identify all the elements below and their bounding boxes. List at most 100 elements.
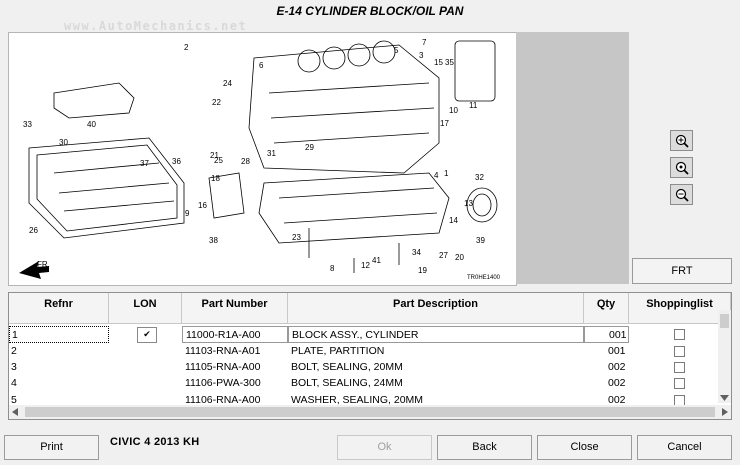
callout-7[interactable]: 7 — [422, 38, 427, 47]
print-button[interactable]: Print — [4, 435, 99, 460]
parts-diagram[interactable]: FR. 1 2 3 4 5 6 7 8 9 10 11 12 13 14 15 … — [8, 32, 517, 286]
callout-39[interactable]: 39 — [476, 236, 485, 245]
cell-qty[interactable]: 001 — [584, 326, 629, 343]
callout-1[interactable]: 1 — [444, 169, 449, 178]
callout-13[interactable]: 13 — [464, 199, 473, 208]
callout-19[interactable]: 19 — [418, 266, 427, 275]
cell-refnr[interactable]: 4 — [11, 377, 17, 389]
oil-seal-inner — [472, 193, 492, 217]
callout-37[interactable]: 37 — [140, 159, 149, 168]
callout-41[interactable]: 41 — [372, 256, 381, 265]
callout-28[interactable]: 28 — [241, 157, 250, 166]
cell-qty[interactable]: 001 — [608, 345, 626, 357]
callout-6[interactable]: 6 — [259, 61, 264, 70]
col-header-part-description[interactable]: Part Description — [288, 293, 584, 324]
close-button[interactable]: Close — [537, 435, 632, 460]
cell-qty[interactable]: 002 — [608, 394, 626, 406]
callout-11[interactable]: 11 — [469, 101, 478, 110]
callout-33[interactable]: 33 — [23, 120, 32, 129]
cell-refnr[interactable]: 3 — [11, 361, 17, 373]
callout-18[interactable]: 18 — [211, 174, 220, 183]
callout-35[interactable]: 35 — [445, 58, 454, 67]
cancel-button[interactable]: Cancel — [637, 435, 732, 460]
cell-part-description[interactable]: WASHER, SEALING, 20MM — [291, 394, 424, 406]
vertical-scroll-thumb[interactable] — [720, 314, 729, 328]
zoom-out-button[interactable] — [670, 184, 693, 205]
callout-8[interactable]: 8 — [330, 264, 335, 273]
callout-21[interactable]: 21 — [210, 151, 219, 160]
callout-34[interactable]: 34 — [412, 248, 421, 257]
callout-20[interactable]: 20 — [455, 253, 464, 262]
horizontal-scrollbar[interactable] — [9, 405, 731, 419]
cell-qty[interactable]: 002 — [608, 361, 626, 373]
col-header-shoppinglist[interactable]: Shoppinglist — [629, 293, 731, 324]
cell-refnr[interactable]: 1 — [9, 326, 109, 343]
callout-36[interactable]: 36 — [172, 157, 181, 166]
callout-40[interactable]: 40 — [87, 120, 96, 129]
frt-button[interactable]: FRT — [632, 258, 732, 284]
table-row[interactable]: 1 ✔ 11000-R1A-A00 BLOCK ASSY., CYLINDER … — [9, 326, 720, 343]
cell-part-description[interactable]: BOLT, SEALING, 20MM — [291, 361, 403, 373]
cell-qty[interactable]: 002 — [608, 377, 626, 389]
callout-23[interactable]: 23 — [292, 233, 301, 242]
cell-part-number[interactable]: 11105-RNA-A00 — [185, 361, 261, 373]
scroll-right-arrow-icon[interactable] — [722, 408, 728, 416]
callout-17[interactable]: 17 — [440, 119, 449, 128]
cell-refnr[interactable]: 5 — [11, 394, 17, 406]
callout-10[interactable]: 10 — [449, 106, 458, 115]
callout-12[interactable]: 12 — [361, 261, 370, 270]
shoppinglist-checkbox[interactable] — [674, 329, 685, 340]
back-button[interactable]: Back — [437, 435, 532, 460]
table-row[interactable]: 5 11106-RNA-A00 WASHER, SEALING, 20MM 00… — [9, 392, 720, 409]
scroll-left-arrow-icon[interactable] — [12, 408, 18, 416]
table-row[interactable]: 2 11103-RNA-A01 PLATE, PARTITION 001 — [9, 343, 720, 360]
col-header-part-number[interactable]: Part Number — [182, 293, 288, 324]
callout-15[interactable]: 15 — [434, 58, 443, 67]
callout-24[interactable]: 24 — [223, 79, 232, 88]
shoppinglist-checkbox[interactable] — [674, 346, 685, 357]
cell-part-number[interactable]: 11000-R1A-A00 — [182, 326, 288, 343]
callout-14[interactable]: 14 — [449, 216, 458, 225]
shoppinglist-checkbox[interactable] — [674, 362, 685, 373]
zoom-actual-icon — [675, 161, 689, 175]
callout-32[interactable]: 32 — [475, 173, 484, 182]
cell-part-description[interactable]: BLOCK ASSY., CYLINDER — [288, 326, 584, 343]
zoom-in-icon — [675, 134, 689, 148]
cell-part-description[interactable]: BOLT, SEALING, 24MM — [291, 377, 403, 389]
col-header-lon[interactable]: LON — [109, 293, 182, 324]
callout-16[interactable]: 16 — [198, 201, 207, 210]
callout-38[interactable]: 38 — [209, 236, 218, 245]
callout-30[interactable]: 30 — [59, 138, 68, 147]
cell-refnr[interactable]: 2 — [11, 345, 17, 357]
table-row[interactable]: 4 11106-PWA-300 BOLT, SEALING, 24MM 002 — [9, 375, 720, 392]
cell-part-number[interactable]: 11106-PWA-300 — [185, 377, 261, 389]
col-header-refnr[interactable]: Refnr — [9, 293, 109, 324]
callout-3[interactable]: 3 — [419, 51, 424, 60]
zoom-actual-button[interactable] — [670, 157, 693, 178]
shoppinglist-checkbox[interactable] — [674, 378, 685, 389]
horizontal-scroll-thumb[interactable] — [25, 407, 715, 417]
callout-9[interactable]: 9 — [185, 209, 190, 218]
vertical-scrollbar[interactable] — [718, 310, 731, 403]
col-header-qty[interactable]: Qty — [584, 293, 629, 324]
cell-part-number[interactable]: 11106-RNA-A00 — [185, 394, 261, 406]
callout-31[interactable]: 31 — [267, 149, 276, 158]
zoom-in-button[interactable] — [670, 130, 693, 151]
scroll-down-arrow-icon[interactable] — [720, 395, 729, 401]
cell-part-number[interactable]: 11103-RNA-A01 — [185, 345, 261, 357]
front-arrow-label: FR. — [37, 260, 50, 269]
callout-25[interactable]: 25 — [214, 156, 223, 165]
callout-4[interactable]: 4 — [434, 171, 439, 180]
watermark-text: www.AutoMechanics.net — [64, 19, 248, 33]
ok-button[interactable]: Ok — [337, 435, 432, 460]
cell-lon[interactable]: ✔ — [109, 326, 182, 343]
callout-5[interactable]: 5 — [394, 46, 399, 55]
callout-26[interactable]: 26 — [29, 226, 38, 235]
cell-part-description[interactable]: PLATE, PARTITION — [291, 345, 385, 357]
table-row[interactable]: 3 11105-RNA-A00 BOLT, SEALING, 20MM 002 — [9, 359, 720, 376]
callout-29[interactable]: 29 — [305, 143, 314, 152]
callout-2[interactable]: 2 — [184, 43, 189, 52]
callout-22[interactable]: 22 — [212, 98, 221, 107]
callout-27[interactable]: 27 — [439, 251, 448, 260]
strainer-shape — [208, 172, 245, 219]
